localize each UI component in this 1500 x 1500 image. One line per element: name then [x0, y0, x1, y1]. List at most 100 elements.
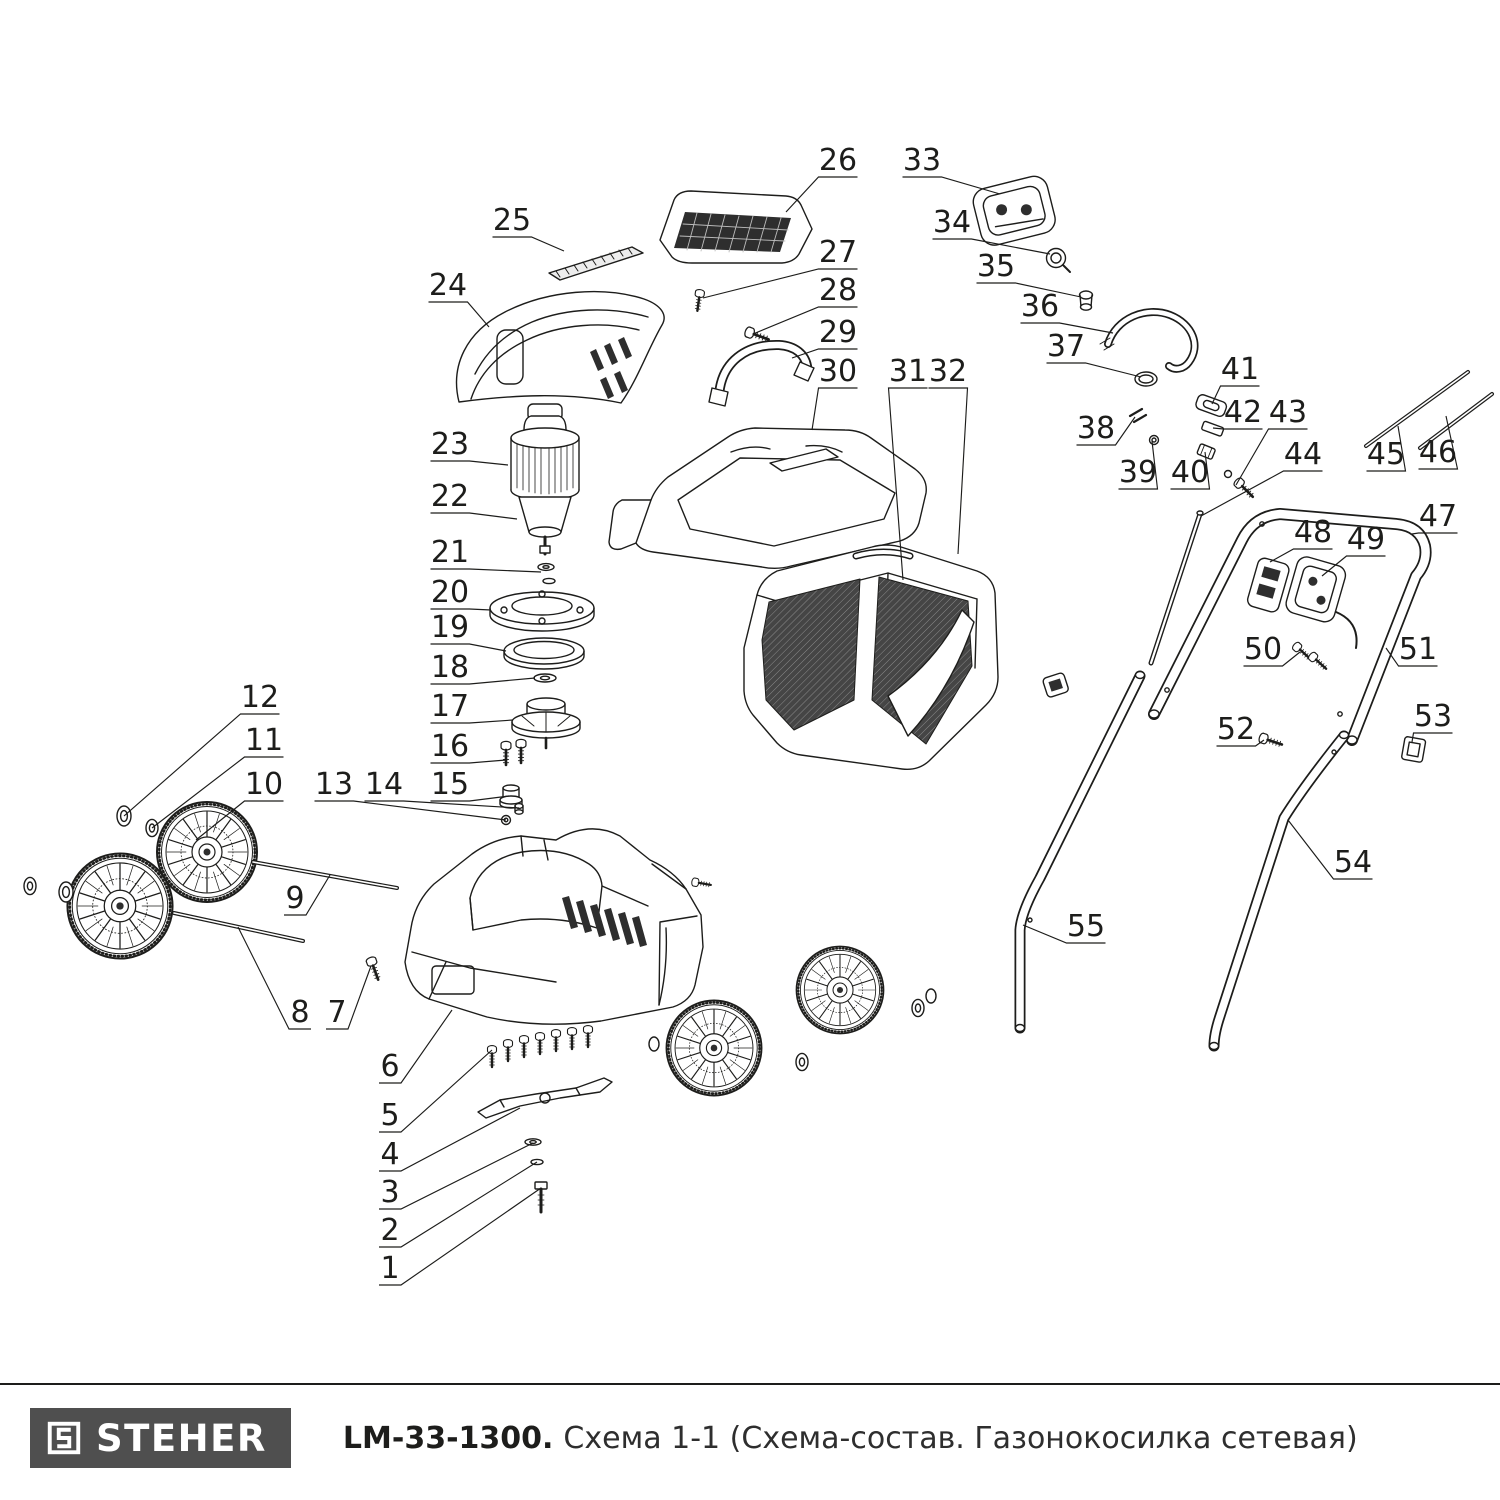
screw-27 — [691, 287, 706, 313]
part-leader-42 — [1212, 427, 1263, 430]
part-label-9: 9 — [285, 881, 304, 916]
part-leader-19 — [430, 643, 507, 652]
footer-divider — [0, 1383, 1500, 1385]
part-label-37: 37 — [1047, 329, 1085, 364]
part-leader-13 — [314, 800, 507, 821]
rod-44 — [1148, 510, 1204, 666]
part-label-20: 20 — [431, 575, 469, 610]
part-label-15: 15 — [431, 767, 469, 802]
part-label-11: 11 — [245, 723, 283, 758]
part-label-22: 22 — [431, 479, 469, 514]
part-leader-23 — [430, 460, 509, 466]
part-label-34: 34 — [933, 205, 971, 240]
washer-39 — [1148, 434, 1160, 446]
o-ring — [1134, 371, 1158, 387]
part-label-47: 47 — [1419, 499, 1457, 534]
part-label-41: 41 — [1221, 352, 1259, 387]
part-label-5: 5 — [380, 1098, 399, 1133]
part-leader-53 — [1411, 732, 1453, 743]
part-leader-38 — [1076, 416, 1136, 446]
part-label-10: 10 — [245, 767, 283, 802]
cable-45 — [1364, 370, 1470, 448]
part-label-54: 54 — [1334, 845, 1372, 880]
cable-gland — [1078, 290, 1094, 311]
part-leader-6 — [379, 1009, 453, 1084]
part-label-43: 43 — [1269, 395, 1307, 430]
part-leader-4 — [379, 1107, 521, 1172]
switch-housing — [972, 175, 1056, 246]
vent-strip — [548, 246, 644, 281]
part-label-38: 38 — [1077, 411, 1115, 446]
upper-handle — [1148, 508, 1432, 746]
model-number: LM-33-1300. — [342, 1420, 554, 1456]
part-leader-55 — [1022, 924, 1106, 944]
diagram-title: LM-33-1300.Схема 1-1 (Схема-состав. Газо… — [343, 1421, 1358, 1456]
rear-wheel-a — [665, 999, 763, 1097]
part-label-14: 14 — [365, 767, 403, 802]
rear-axle-washers — [648, 988, 937, 1072]
part-label-42: 42 — [1224, 395, 1262, 430]
part-label-26: 26 — [819, 143, 857, 178]
part-leader-43 — [1235, 428, 1308, 486]
part-label-46: 46 — [1419, 435, 1457, 470]
bolt-16b — [514, 738, 528, 765]
part-leader-44 — [1200, 470, 1323, 517]
part-label-12: 12 — [241, 680, 279, 715]
part-label-13: 13 — [315, 767, 353, 802]
part-label-33: 33 — [903, 143, 941, 178]
part-leader-18 — [430, 677, 536, 685]
part-label-4: 4 — [380, 1137, 399, 1172]
part-leader-47 — [1411, 532, 1458, 535]
part-label-45: 45 — [1367, 437, 1405, 472]
footer: STEHER LM-33-1300.Схема 1-1 (Схема-соста… — [30, 1408, 1358, 1468]
part-leader-2 — [379, 1161, 538, 1248]
motor — [510, 403, 580, 501]
trim-ring — [503, 637, 585, 670]
part-leader-31 — [887, 387, 928, 581]
part-leader-46 — [1418, 415, 1459, 470]
part-leader-50 — [1243, 651, 1301, 667]
part-label-48: 48 — [1294, 515, 1332, 550]
part-leader-17 — [430, 719, 514, 724]
part-leader-15 — [430, 795, 510, 802]
screw-7 — [364, 954, 385, 983]
blade-screws — [486, 1024, 594, 1069]
part-label-49: 49 — [1347, 522, 1385, 557]
lower-handle-left — [1014, 670, 1146, 1034]
motor-base — [518, 496, 572, 556]
handle-switch-box — [1285, 556, 1347, 623]
part-leader-26 — [785, 176, 858, 213]
part-leader-39 — [1118, 440, 1159, 490]
part-leader-21 — [430, 568, 542, 573]
lower-handle-right — [1208, 730, 1350, 1052]
part-leader-34 — [932, 238, 1051, 255]
part-leader-5 — [379, 1049, 493, 1133]
part-leader-40 — [1170, 451, 1211, 490]
washer-outer — [23, 876, 37, 896]
part-label-30: 30 — [819, 354, 857, 389]
washer-18 — [533, 673, 557, 683]
front-wheel-b — [66, 852, 174, 960]
diagram-subtitle: Схема 1-1 (Схема-состав. Газонокосилка с… — [563, 1420, 1358, 1456]
part-leader-49 — [1321, 555, 1386, 577]
part-label-2: 2 — [380, 1213, 399, 1248]
part-label-3: 3 — [380, 1175, 399, 1210]
exploded-view-drawing: 1234567891011121314151617181920212223242… — [23, 143, 1494, 1286]
part-label-32: 32 — [929, 354, 967, 389]
part-leader-9 — [284, 874, 331, 916]
cable-clip — [1042, 672, 1069, 698]
switch-lever — [1335, 611, 1358, 649]
part-leader-52 — [1216, 739, 1265, 747]
carry-handle — [708, 339, 815, 407]
part-leader-32 — [928, 387, 969, 555]
blade-boss — [511, 697, 581, 750]
switch-button — [1045, 247, 1071, 273]
brand-logo: STEHER — [30, 1408, 291, 1468]
cable-hook — [1099, 308, 1199, 373]
part-leader-24 — [428, 301, 490, 328]
rear-wheel-b — [795, 945, 885, 1035]
part-label-39: 39 — [1119, 455, 1157, 490]
part-label-8: 8 — [290, 995, 309, 1030]
screw-52 — [1256, 731, 1285, 751]
